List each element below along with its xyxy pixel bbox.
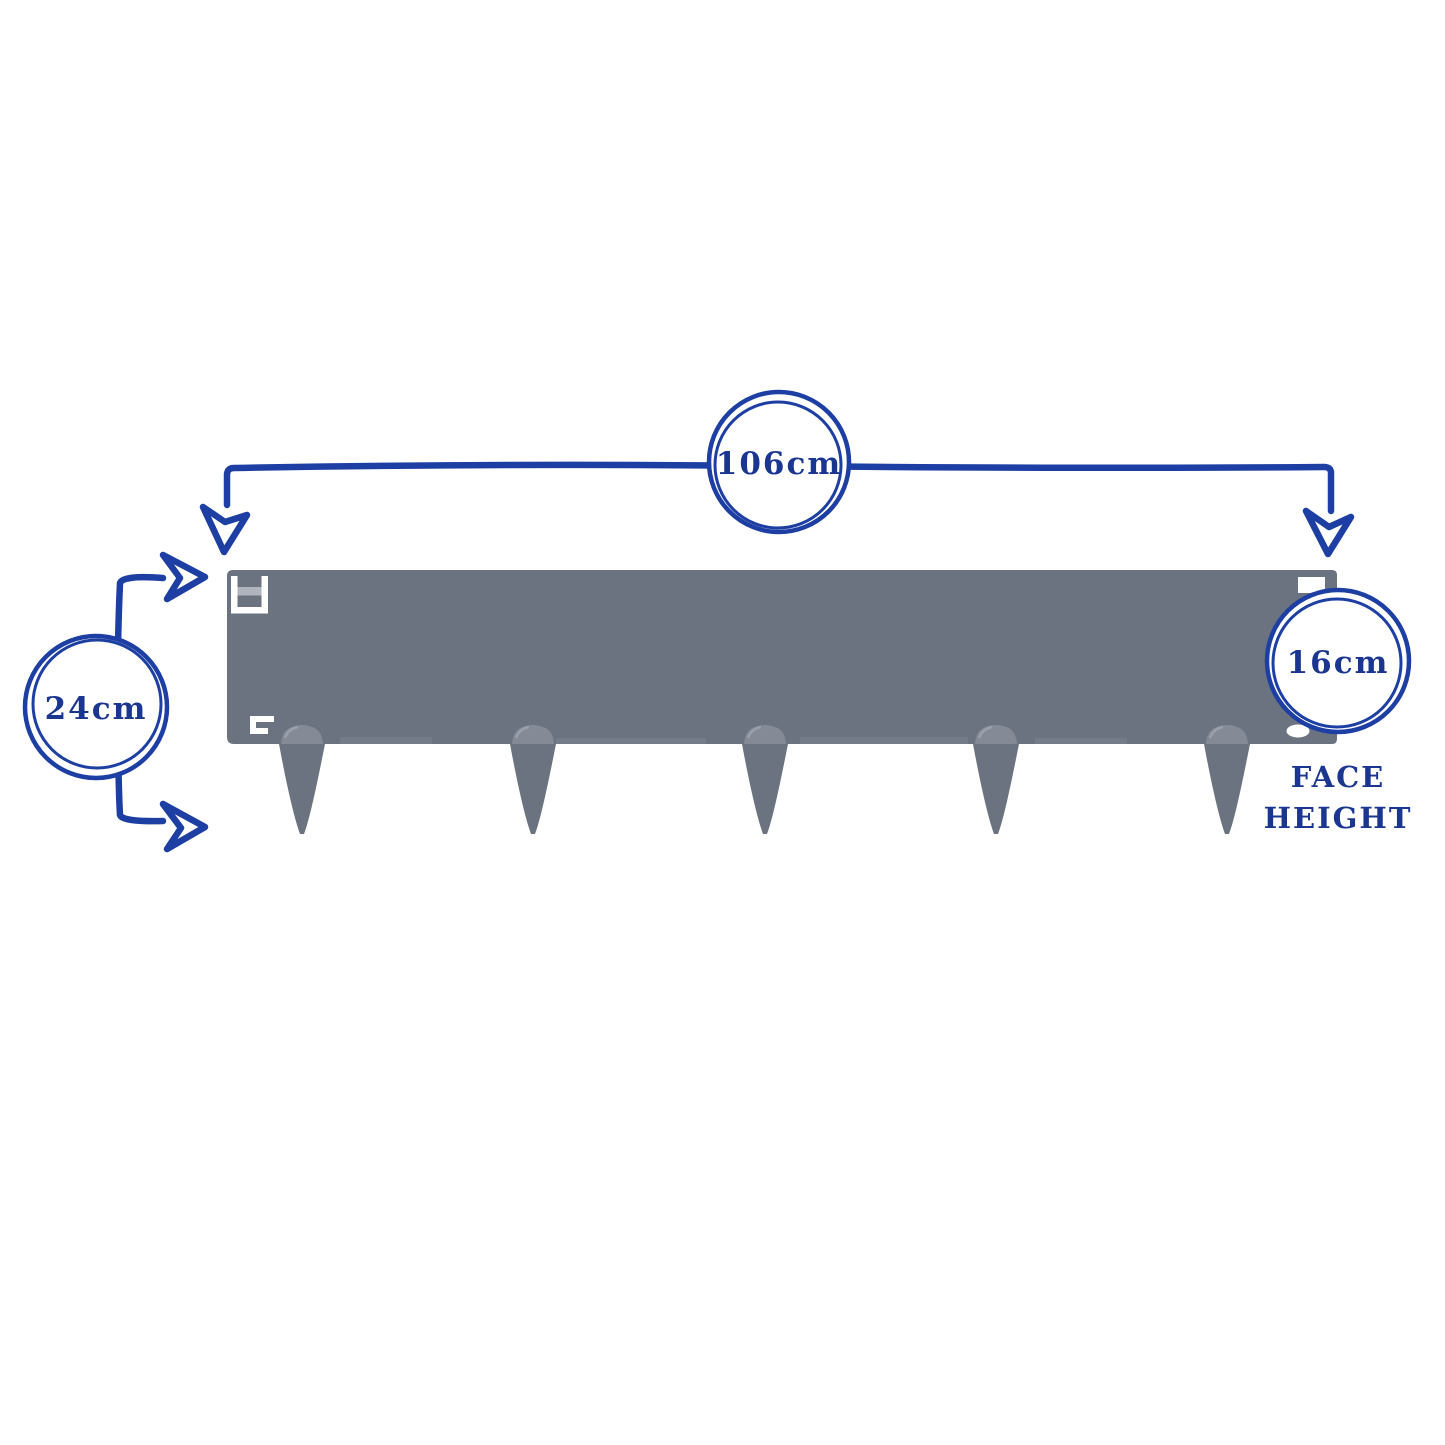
tab-highlight — [237, 587, 262, 596]
edging-panel — [227, 570, 1337, 834]
spike-dome-highlights — [283, 725, 1224, 739]
face-height-caption: FACE HEIGHT — [1264, 760, 1413, 835]
face-height-badge — [1264, 587, 1412, 735]
ground-spike — [510, 744, 556, 834]
ground-spike — [973, 744, 1019, 834]
face-height-value-label: 16cm — [1287, 645, 1390, 681]
ground-spike — [279, 744, 325, 834]
badge-outer-ring — [1264, 587, 1412, 735]
dome-highlight — [283, 725, 299, 739]
face-height-caption-line1: FACE — [1291, 760, 1386, 794]
edge-streak — [800, 737, 968, 744]
dome-highlight — [514, 725, 530, 739]
total-height-badge — [22, 633, 170, 781]
total-height-value-label: 24cm — [45, 691, 148, 727]
slot-left-bar — [231, 576, 238, 613]
dome-highlight — [746, 725, 762, 739]
face-height-caption-line2: HEIGHT — [1264, 801, 1413, 835]
down-arrow-icon — [199, 503, 251, 556]
panel-face — [227, 570, 1337, 744]
oval-hole — [1286, 724, 1310, 738]
edge-streak — [556, 738, 706, 744]
badge-inner-ring — [31, 638, 163, 770]
bracket-top-bar — [250, 716, 274, 722]
right-arrow-icon — [159, 551, 209, 603]
width-badge — [706, 389, 852, 535]
slot-right-bar — [261, 576, 268, 613]
edge-streak — [1035, 738, 1127, 744]
width-value-label: 106cm — [716, 446, 842, 482]
square-notch-cutout — [1298, 577, 1325, 593]
tab-slot-cutout — [231, 576, 268, 614]
down-arrow-icon — [1302, 507, 1355, 558]
bracket-left-bar — [250, 716, 256, 734]
badge-inner-ring — [713, 400, 843, 530]
badge-outer-ring — [706, 389, 852, 535]
right-arrow-icon — [159, 800, 209, 853]
badge-outer-ring — [22, 633, 170, 781]
badge-inner-ring — [1271, 597, 1403, 729]
bracket-cutout — [250, 716, 274, 734]
bottom-edge-streaks — [340, 737, 1127, 744]
dome-highlight — [1208, 725, 1224, 739]
dome-highlight — [977, 725, 993, 739]
slot-bottom-bar — [231, 607, 268, 614]
edge-streak — [340, 737, 432, 744]
ground-spike — [1204, 744, 1250, 834]
bracket-bottom-bar — [250, 728, 268, 734]
ground-spike — [742, 744, 788, 834]
